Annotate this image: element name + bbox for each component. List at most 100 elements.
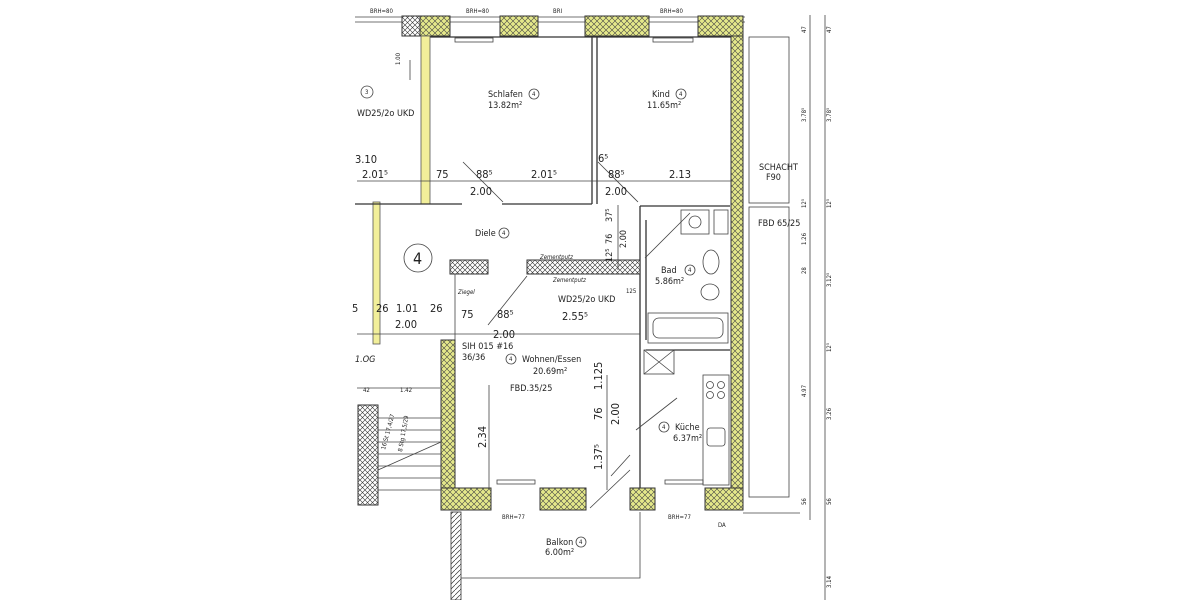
room-kueche: 4 Küche 6.37m² — [658, 421, 702, 444]
bathtub-icon — [647, 312, 729, 344]
light-partition-wall — [420, 35, 431, 205]
note: WD25/2o UKD — [558, 295, 615, 305]
room-area: 6.00m² — [545, 548, 574, 558]
dimension: 2.55⁵ — [562, 310, 588, 323]
dimension: 42 — [363, 387, 370, 394]
dimension: 2.00 — [605, 185, 627, 198]
unit-number: 4 — [502, 230, 506, 237]
dimension: 2.13 — [669, 168, 691, 181]
dimension: 2.00 — [609, 403, 622, 425]
note: BRI — [553, 8, 562, 15]
stove-burner-icon — [706, 381, 714, 389]
dimension: 3.10 — [355, 153, 377, 166]
bathroom-fixtures — [647, 209, 729, 344]
toilet-icon — [702, 249, 720, 275]
wall-segment — [526, 259, 641, 275]
dimension: 3.12⁵ — [826, 273, 833, 287]
dimension: 2.00 — [619, 230, 629, 248]
room-name: Kind — [652, 90, 670, 100]
room-bad: Bad 4 5.86m² — [655, 264, 696, 287]
note: BRH=80 — [466, 8, 489, 15]
note: F90 — [766, 173, 781, 183]
dimension: 88⁵ — [608, 168, 625, 181]
unit-number: 4 — [509, 356, 513, 363]
note: BRH=80 — [660, 8, 683, 15]
balcony-railing — [461, 512, 641, 579]
room-kind: Kind 4 11.65m² — [647, 88, 687, 111]
note: 1.OG — [355, 355, 375, 365]
dimension: 4.97 — [801, 385, 808, 397]
dimension: 26 — [376, 302, 389, 315]
door-swings — [462, 161, 691, 431]
room-area: 11.65m² — [647, 101, 681, 111]
room-name: Diele — [475, 229, 496, 239]
neighbor-outline — [748, 36, 790, 204]
room-name: Küche — [675, 423, 700, 433]
room-name: Bad — [661, 266, 677, 276]
dimension: 26 — [430, 302, 443, 315]
dimension: 3.78⁵ — [826, 108, 833, 122]
note: BRH=77 — [668, 514, 691, 521]
room-area: 5.86m² — [655, 277, 684, 287]
dimension: 6⁵ — [598, 152, 608, 165]
neighbor-outline-lower — [748, 206, 790, 498]
unit-number: 4 — [688, 267, 692, 274]
neighbor-unit-marker — [360, 85, 374, 99]
sink-icon — [700, 283, 720, 301]
dimension: 2.00 — [493, 328, 515, 341]
dimension: 56 — [801, 498, 808, 505]
dimension-lines — [357, 15, 826, 600]
neighbor-unit-number: 3 — [365, 89, 368, 96]
dimension: 12⁵ — [826, 199, 833, 208]
dimension: 88⁵ — [476, 168, 493, 181]
dimension: 2.34 — [476, 426, 489, 448]
right-exterior-wall — [730, 35, 744, 507]
unit-number: 4 — [662, 424, 666, 431]
dimension: 1.00 — [395, 52, 402, 65]
kitchen-sink-icon — [706, 427, 726, 447]
room-schlafen: Schlafen 4 13.82m² — [488, 88, 540, 111]
dimension: 2.01⁵ — [362, 168, 388, 181]
stair — [377, 417, 442, 491]
dimension: 75 — [436, 168, 449, 181]
note: Zementputz — [552, 277, 586, 284]
annotations: BRH=80 BRH=80 BRI BRH=80 BRH=77 BRH=77 W… — [355, 8, 800, 529]
stair-wall — [357, 404, 379, 506]
dimension: 2.00 — [395, 318, 417, 331]
dimension: 37⁵ — [605, 208, 615, 222]
kitchen-fixtures — [643, 349, 730, 486]
dimension: 1.37⁵ — [592, 444, 605, 470]
dimension-labels: 3.10 2.01⁵ 75 88⁵ 2.01⁵ 6⁵ 88⁵ 2.13 2.00… — [352, 52, 691, 470]
dimension: 1.125 — [592, 362, 605, 390]
dimension: 3.26 — [826, 407, 833, 420]
note: Ziegel — [457, 289, 475, 296]
dimension: 2.00 — [470, 185, 492, 198]
note: FBD.35/25 — [510, 384, 552, 394]
dimension: 12⁵ — [826, 343, 833, 352]
note: SIH 015 #16 — [462, 342, 513, 352]
apartment-unit-number: 4 — [413, 249, 422, 268]
dimension: 3.78⁵ — [801, 108, 808, 122]
dimension: 47 — [801, 26, 808, 33]
note: BRH=77 — [502, 514, 525, 521]
room-name: Balkon — [546, 538, 573, 548]
dimension: 28 — [801, 267, 808, 274]
apartment-unit-marker — [403, 243, 433, 273]
room-diele: Diele 4 — [475, 227, 510, 239]
dimension: 12⁵ — [801, 199, 808, 208]
dimension: 5 — [352, 302, 358, 315]
dimension: 76 — [592, 407, 605, 420]
dimension: 125 — [626, 288, 636, 295]
living-west-wall — [440, 339, 456, 511]
dimension: 1.42 — [400, 387, 412, 394]
room-wohnen-essen: 4 Wohnen/Essen 20.69m² — [505, 353, 581, 377]
room-area: 13.82m² — [488, 101, 522, 111]
room-area: 20.69m² — [533, 367, 567, 377]
unit-number: 4 — [579, 539, 583, 546]
room-balkon: Balkon 4 6.00m² — [545, 536, 587, 558]
dimension: 12⁵ — [605, 248, 615, 262]
note: 8 Stg 17,5/29 — [397, 415, 410, 453]
dimension: 88⁵ — [497, 308, 514, 321]
note: WD25/2o UKD — [357, 109, 414, 119]
kitchen-counter — [702, 374, 730, 486]
